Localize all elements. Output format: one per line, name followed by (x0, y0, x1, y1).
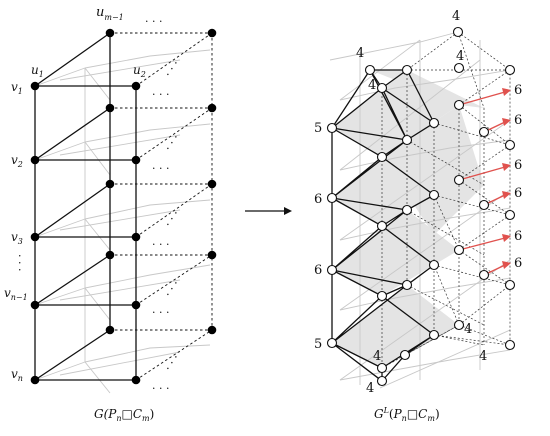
arrow-label-1: 6 (514, 83, 522, 98)
right-vertices (326, 26, 516, 387)
degree-bottom-right-2: 4 (479, 349, 487, 364)
right-red-arrows (458, 88, 511, 276)
left-background-edges (34, 49, 211, 394)
right-arrow-labels: 6 6 6 6 6 6 (514, 83, 522, 271)
left-vertices (30, 28, 217, 385)
right-solid-edges (331, 69, 435, 383)
arrow-label-6: 6 (514, 256, 522, 271)
ellipsis-top: · · · (145, 15, 162, 28)
label-v-n: vn (11, 367, 23, 383)
degree-bottom-1: 4 (373, 349, 381, 364)
label-u-1: u1 (31, 63, 44, 79)
degree-bottom-right-1: 4 (464, 322, 472, 337)
ellipsis-row1: · · · (152, 88, 169, 101)
label-u-m-1: um−1 (96, 5, 124, 22)
degree-top-right: 4 (456, 49, 464, 64)
degree-upper-left: 4 (368, 78, 376, 93)
arrow-label-5: 6 (514, 229, 522, 244)
arrow-label-3: 6 (514, 158, 522, 173)
label-u-2: u2 (133, 63, 146, 79)
ellipsis-diag4: · · · (162, 278, 183, 300)
label-v-1: v1 (11, 80, 23, 96)
ellipsis-row4: · · · (152, 306, 169, 319)
left-vertex-labels: um−1 u1 u2 v1 v2 v3 vn−1 vn (4, 5, 146, 383)
right-shaded-faces (332, 70, 484, 368)
degree-left-3: 6 (314, 263, 322, 278)
degree-left-4: 5 (314, 337, 322, 352)
degree-bottom-2: 4 (366, 381, 374, 396)
degree-left-1: 5 (314, 121, 322, 136)
right-graph: 4 4 4 4 5 6 6 5 4 4 4 4 6 6 6 6 6 6 GL(P… (314, 9, 522, 423)
ellipsis-vertical: · · · (13, 254, 26, 271)
ellipsis-row3: · · · (152, 238, 169, 251)
left-graph: · · · · · · · · · · · · · · · · · · · · … (4, 5, 217, 423)
label-v-n-1: vn−1 (4, 286, 28, 302)
left-solid-edges (34, 32, 137, 381)
transform-arrow (245, 207, 292, 215)
ellipsis-diag1: · · · (162, 58, 183, 80)
label-v-3: v3 (11, 230, 23, 246)
ellipsis-diag3: · · · (162, 208, 183, 230)
label-v-2: v2 (11, 153, 23, 169)
left-dashed-edges (110, 32, 213, 381)
degree-top: 4 (452, 9, 460, 24)
left-caption: G(Pn□Cm) (94, 407, 154, 423)
ellipsis-row2: · · · (152, 162, 169, 175)
arrow-label-4: 6 (514, 186, 522, 201)
ellipsis-row5: · · · (152, 382, 169, 395)
degree-top-left: 4 (356, 46, 364, 61)
arrow-label-2: 6 (514, 113, 522, 128)
degree-left-2: 6 (314, 192, 322, 207)
right-degree-labels: 4 4 4 4 5 6 6 5 4 4 4 4 (314, 9, 487, 396)
right-caption: GL(Pn□Cm) (374, 406, 440, 423)
